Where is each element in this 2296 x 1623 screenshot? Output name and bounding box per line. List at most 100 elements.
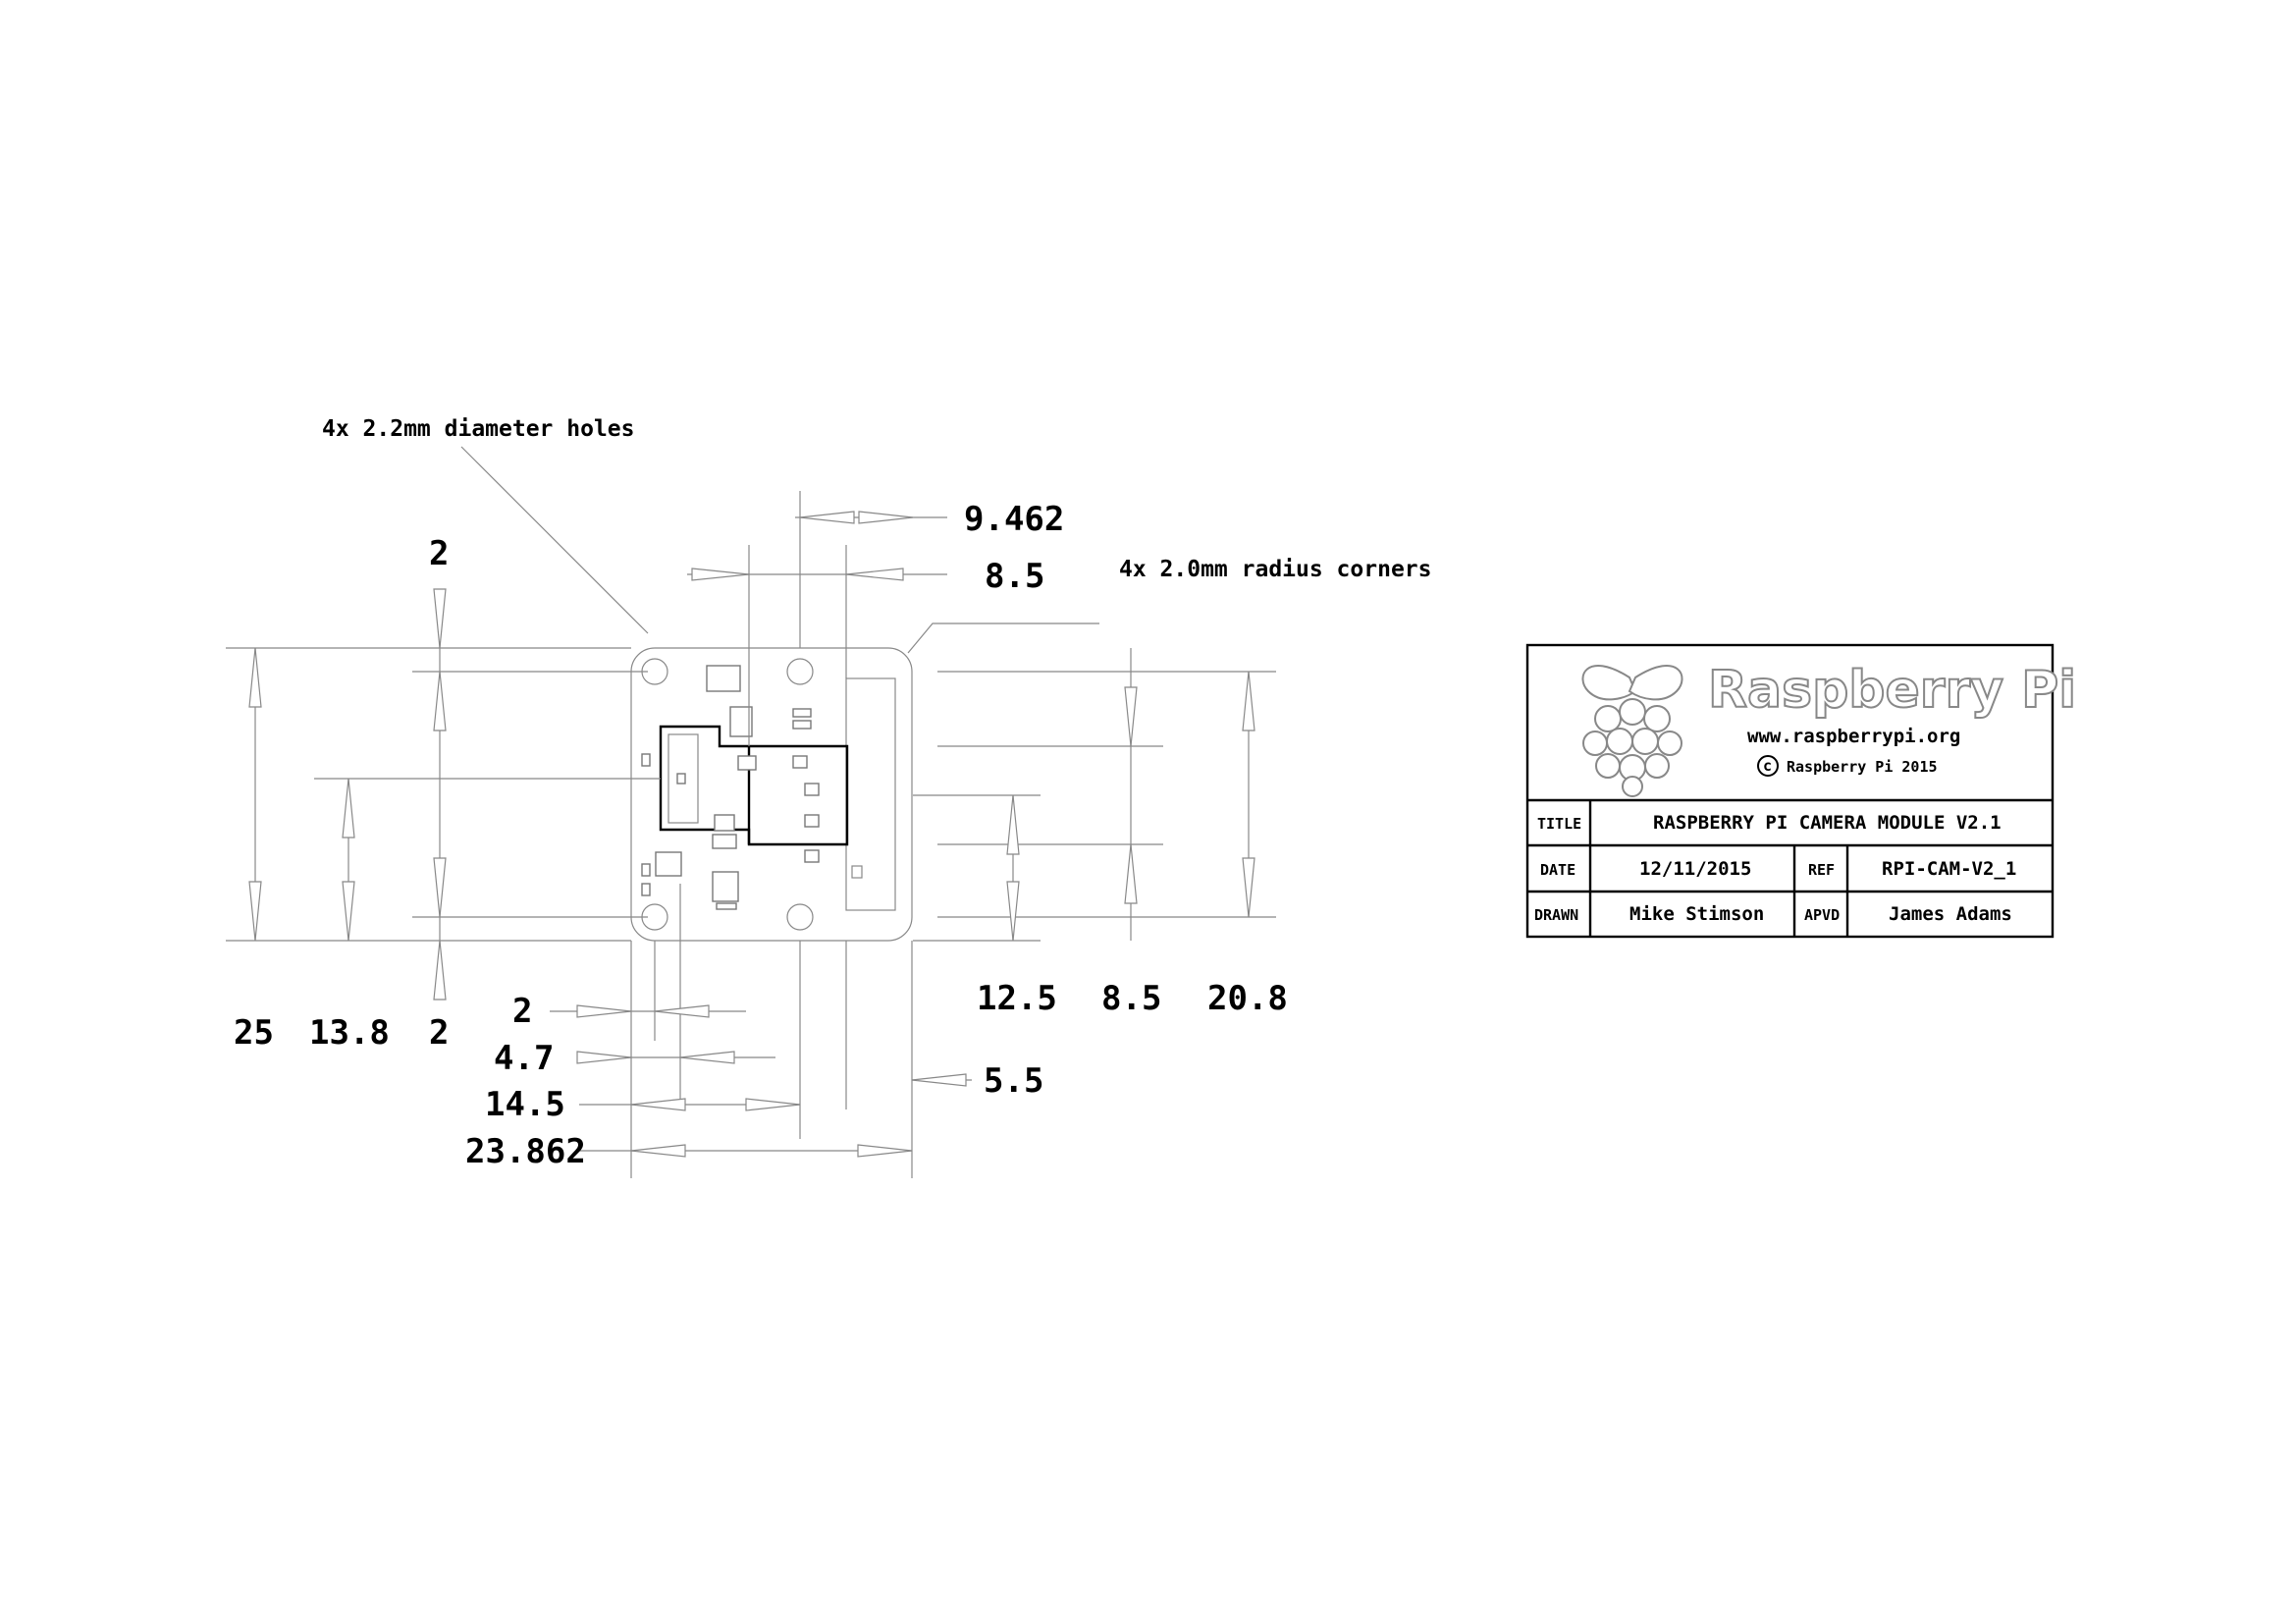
dim-label-13-8: 13.8 <box>309 1013 390 1053</box>
apvd-label: APVD <box>1804 906 1840 924</box>
arrowhead <box>858 511 914 524</box>
arrowhead <box>433 671 447 731</box>
logo-berry <box>1594 705 1622 732</box>
component-u3 <box>792 708 812 718</box>
arrowhead <box>630 1144 686 1158</box>
ref-value: RPI-CAM-V2_1 <box>1882 858 2016 880</box>
dim-label-8-5-top: 8.5 <box>985 557 1044 596</box>
ref-label: REF <box>1808 861 1835 879</box>
component-u12 <box>655 851 682 877</box>
camera-sensor-outline <box>659 725 849 846</box>
component-u17 <box>676 773 686 784</box>
arrowhead <box>1242 857 1255 918</box>
component-u18 <box>716 902 737 910</box>
arrowhead <box>342 881 355 942</box>
arrowhead <box>845 568 904 581</box>
dim-label-14-5: 14.5 <box>485 1085 565 1124</box>
arrowhead <box>1124 686 1138 747</box>
arrowhead <box>1124 843 1138 904</box>
logo-berry <box>1622 776 1643 797</box>
logo-berry <box>1606 728 1633 755</box>
dim-label-5-5: 5.5 <box>984 1061 1043 1101</box>
mounting-hole-bottom-right <box>786 903 814 931</box>
arrowhead <box>745 1098 801 1111</box>
arrowhead <box>433 940 447 1001</box>
ribbon-connector <box>845 677 896 911</box>
arrowhead <box>1006 881 1020 942</box>
component-u9 <box>737 755 757 771</box>
arrowhead <box>576 1004 632 1018</box>
leader-holes <box>460 446 649 634</box>
component-u8 <box>804 849 820 863</box>
mounting-hole-top-right <box>786 658 814 685</box>
arrowhead <box>799 511 855 524</box>
arrowhead <box>679 1051 735 1064</box>
dim-label-20-8: 20.8 <box>1207 979 1288 1018</box>
component-u6 <box>804 783 820 796</box>
logo-berry <box>1582 730 1608 756</box>
note-holes: 4x 2.2mm diameter holes <box>322 416 635 442</box>
component-u13 <box>712 871 739 902</box>
component-u11 <box>712 834 737 849</box>
brand-wordmark: Raspberry Pi <box>1708 661 2076 720</box>
logo-berry <box>1643 705 1671 732</box>
title-block: Raspberry Pi www.raspberrypi.org c Raspb… <box>1525 643 2077 939</box>
logo-berry <box>1619 698 1646 726</box>
component-u15 <box>641 863 651 877</box>
dim-label-2-left-bottom: 2 <box>429 1013 449 1053</box>
dim-label-2-bottom: 2 <box>512 992 532 1031</box>
date-value: 12/11/2015 <box>1639 858 1751 880</box>
title-label: TITLE <box>1537 815 1581 833</box>
leader-corners <box>907 622 1099 654</box>
date-label: DATE <box>1540 861 1575 879</box>
title-value: RASPBERRY PI CAMERA MODULE V2.1 <box>1653 812 2002 834</box>
arrowhead <box>654 1004 710 1018</box>
component-u14 <box>641 753 651 767</box>
arrowhead <box>248 647 262 708</box>
board-outline <box>630 647 913 942</box>
arrowhead <box>691 568 750 581</box>
component-u2 <box>729 706 753 737</box>
dim-label-9-462: 9.462 <box>964 500 1064 539</box>
drawn-label: DRAWN <box>1534 906 1578 924</box>
arrowhead <box>248 881 262 942</box>
arrowhead <box>433 588 447 649</box>
website-text: www.raspberrypi.org <box>1747 726 1960 747</box>
logo-leaf-left <box>1581 665 1637 701</box>
arrowhead <box>342 778 355 839</box>
component-u10 <box>714 814 735 832</box>
arrowhead <box>576 1051 632 1064</box>
arrowheads <box>248 511 1255 1158</box>
note-corners: 4x 2.0mm radius corners <box>1119 557 1432 582</box>
logo-berry <box>1657 730 1682 756</box>
sensor-inner-strip <box>667 733 699 824</box>
pcb-board <box>630 647 913 942</box>
dim-label-4-7: 4.7 <box>494 1039 554 1078</box>
arrowhead <box>911 1073 967 1087</box>
arrowhead <box>857 1144 913 1158</box>
component-u1 <box>706 665 741 692</box>
copyright-symbol-letter: c <box>1763 757 1772 775</box>
dim-label-8-5-right: 8.5 <box>1101 979 1161 1018</box>
dim-label-12-5: 12.5 <box>977 979 1057 1018</box>
component-u5 <box>792 755 808 769</box>
logo-berry <box>1631 728 1659 755</box>
component-u16 <box>641 883 651 896</box>
apvd-value: James Adams <box>1889 903 2012 925</box>
dim-label-23-862: 23.862 <box>465 1132 586 1171</box>
copyright-text: Raspberry Pi 2015 <box>1787 758 1938 776</box>
ribbon-connector-pad <box>851 865 863 879</box>
logo-leaf-right <box>1628 665 1683 701</box>
dimension-lines <box>226 446 1276 1178</box>
component-u7 <box>804 814 820 828</box>
copyright-icon <box>1757 755 1779 777</box>
dim-label-25: 25 <box>234 1013 274 1053</box>
logo-berry <box>1595 753 1621 779</box>
drawn-value: Mike Stimson <box>1629 903 1764 925</box>
arrowhead <box>630 1098 686 1111</box>
logo-berry <box>1644 753 1670 779</box>
arrowhead <box>1242 671 1255 731</box>
arrowhead <box>1006 794 1020 855</box>
raspberry-pi-logo <box>1581 665 1683 797</box>
